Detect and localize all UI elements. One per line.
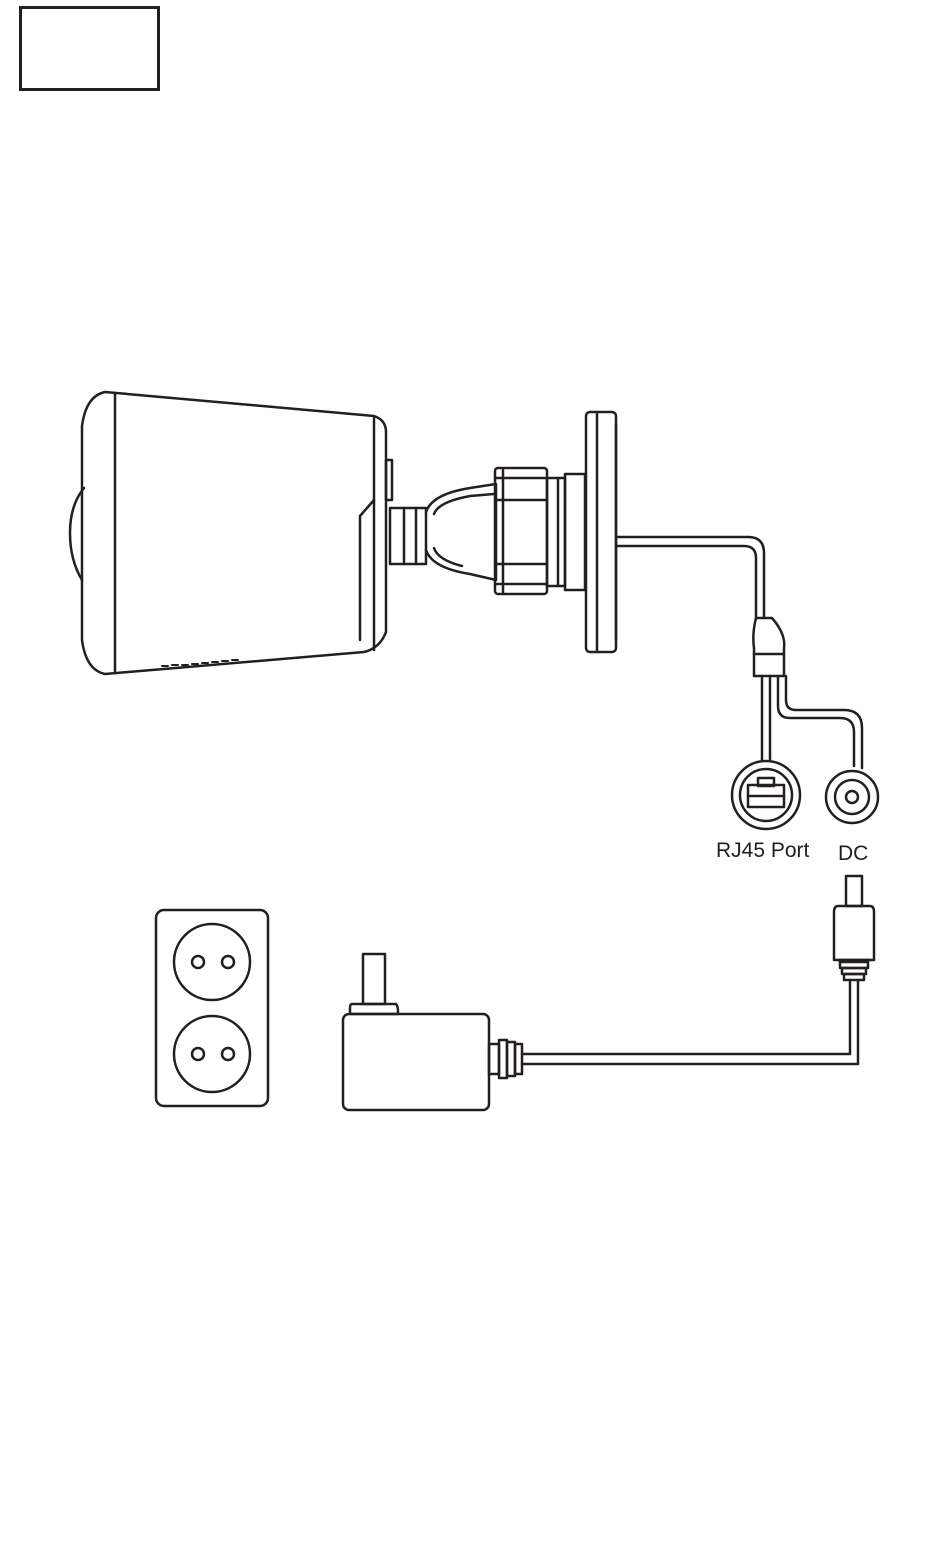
dc-plug: [834, 876, 874, 980]
adapter-cable: [522, 980, 858, 1064]
bullet-camera: [70, 392, 392, 674]
wall-outlet: [156, 910, 268, 1106]
dc-label: DC: [838, 843, 868, 864]
dc-jack-connector: [778, 676, 878, 823]
power-adapter: [343, 954, 522, 1110]
pigtail-cable: [616, 537, 784, 676]
rj45-port-connector: [732, 676, 800, 829]
camera-mount: [390, 412, 616, 652]
rj45-port-label: RJ45 Port: [716, 840, 809, 861]
